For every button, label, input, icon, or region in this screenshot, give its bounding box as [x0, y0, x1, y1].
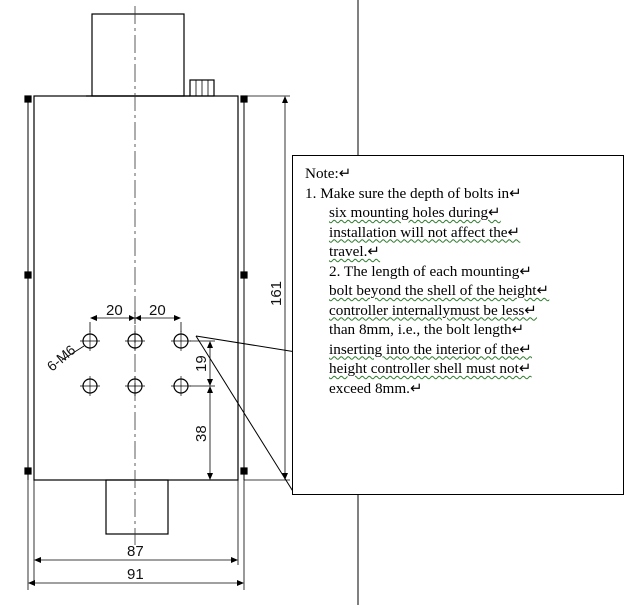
note-leader — [195, 335, 297, 353]
note-item-2-line-4: than 8mm, i.e., the bolt length↵ — [329, 321, 525, 338]
dim-body-height: 161 — [268, 281, 285, 306]
dim-spacing-left: 20 — [106, 302, 123, 319]
bottom-shaft — [105, 479, 169, 535]
note-item-2-line-7: exceed 8mm.↵ — [329, 379, 423, 397]
note-item-2-line-3: controller internallymust be less↵ — [329, 301, 538, 319]
note-item-2-line-2: bolt beyond the shell of the height↵ — [329, 282, 550, 299]
dim-from-bottom: 38 — [193, 425, 210, 442]
controller-body — [33, 95, 239, 481]
dim-hole-pitch: 19 — [193, 355, 210, 372]
note-item-1-line-2: six mounting holes during↵ — [329, 204, 501, 221]
dim-inner-width: 87 — [127, 543, 144, 560]
note-title: Note:↵ — [305, 165, 352, 182]
mounting-holes — [80, 331, 191, 396]
motor-housing — [91, 13, 185, 97]
dim-spacing-right: 20 — [149, 302, 166, 319]
dim-outer-width: 91 — [127, 566, 144, 583]
note-box: Note:↵ 1. Make sure the depth of bolts i… — [292, 155, 624, 495]
note-item-2-line-5: inserting into the interior of the↵ — [329, 340, 532, 358]
note-item-2-line-1: 2. The length of each mounting↵ — [329, 262, 533, 280]
note-item-1-line-4: travel.↵ — [329, 243, 381, 260]
note-item-1-line-1: 1. Make sure the depth of bolts in↵ — [305, 184, 522, 202]
note-item-2-line-6: height controller shell must not↵ — [329, 360, 532, 377]
hole-callout: 6-M6 — [44, 341, 79, 374]
note-item-1-line-3: installation will not affect the↵ — [329, 223, 521, 241]
